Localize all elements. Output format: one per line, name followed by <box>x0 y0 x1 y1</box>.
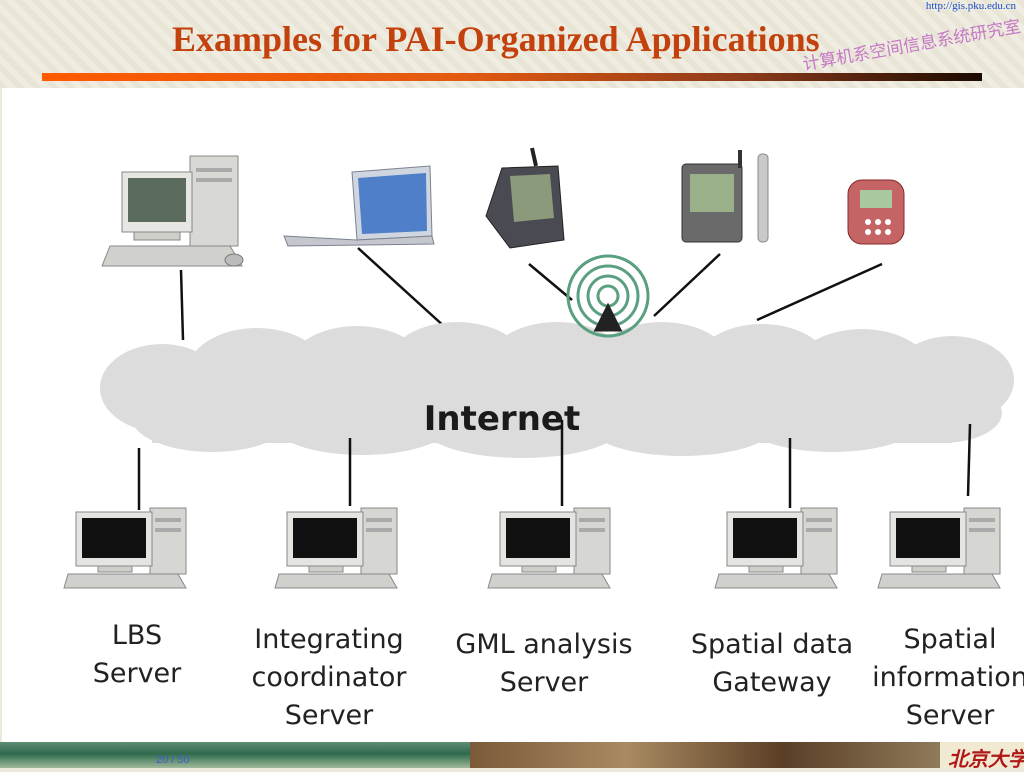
slide-footer: 20 / 50 北京大学 <box>0 742 1024 771</box>
server-computer-icon <box>877 507 1001 589</box>
server-label-line: Spatial data <box>691 629 853 660</box>
server-label-line: Server <box>285 700 374 731</box>
internet-cloud <box>100 322 1014 458</box>
pda-icon <box>485 147 565 249</box>
lab-name-watermark: 计算机系空间信息系统研究室 <box>801 16 1023 75</box>
link-mobile <box>756 262 883 322</box>
server-label-line: coordinator <box>251 662 407 693</box>
internet-label: Internet <box>424 399 580 439</box>
slide-title: Examples for PAI-Organized Applications <box>172 19 820 59</box>
server-label-line: Server <box>93 658 182 689</box>
link-desktop <box>179 269 185 341</box>
laptop-icon <box>283 165 435 247</box>
page-number: 20 / 50 <box>156 754 190 766</box>
slide-header: Examples for PAI-Organized Applications … <box>0 0 1024 88</box>
link-pda <box>528 263 573 301</box>
server-label-line: Server <box>500 667 589 698</box>
wireless-tower-icon <box>566 254 650 338</box>
link-smartphone <box>653 253 721 317</box>
server-computer-icon <box>63 507 187 589</box>
desktop-computer-icon <box>101 155 244 267</box>
server-group <box>63 507 1001 589</box>
server-label-line: LBS <box>112 620 162 651</box>
client-links <box>179 247 883 341</box>
footer-photo-right <box>470 742 940 768</box>
mobile-phone-icon <box>847 179 905 245</box>
server-label-line: Server <box>906 700 995 731</box>
header-url: http://gis.pku.edu.cn <box>925 0 1016 12</box>
server-computer-icon <box>274 507 398 589</box>
link-laptop <box>357 247 458 339</box>
footer-brand-panel <box>940 742 1024 768</box>
server-links <box>137 420 972 510</box>
server-label: LBS Server <box>93 620 182 689</box>
server-label-line: Integrating <box>254 624 403 655</box>
university-logo-text: 北京大学 <box>948 747 1024 771</box>
title-underline <box>42 73 982 81</box>
diagram-svg: Internet <box>63 147 1024 731</box>
footer-photo-left <box>0 742 470 768</box>
server-computer-icon <box>487 507 611 589</box>
smartphone-icon <box>681 150 769 243</box>
server-label-line: Gateway <box>712 667 831 698</box>
server-computer-icon <box>714 507 838 589</box>
server-label-line: Spatial <box>904 624 997 655</box>
server-label-line: GML analysis <box>455 629 632 660</box>
server-label-line: information <box>872 662 1024 693</box>
network-diagram: Internet <box>2 88 1024 742</box>
